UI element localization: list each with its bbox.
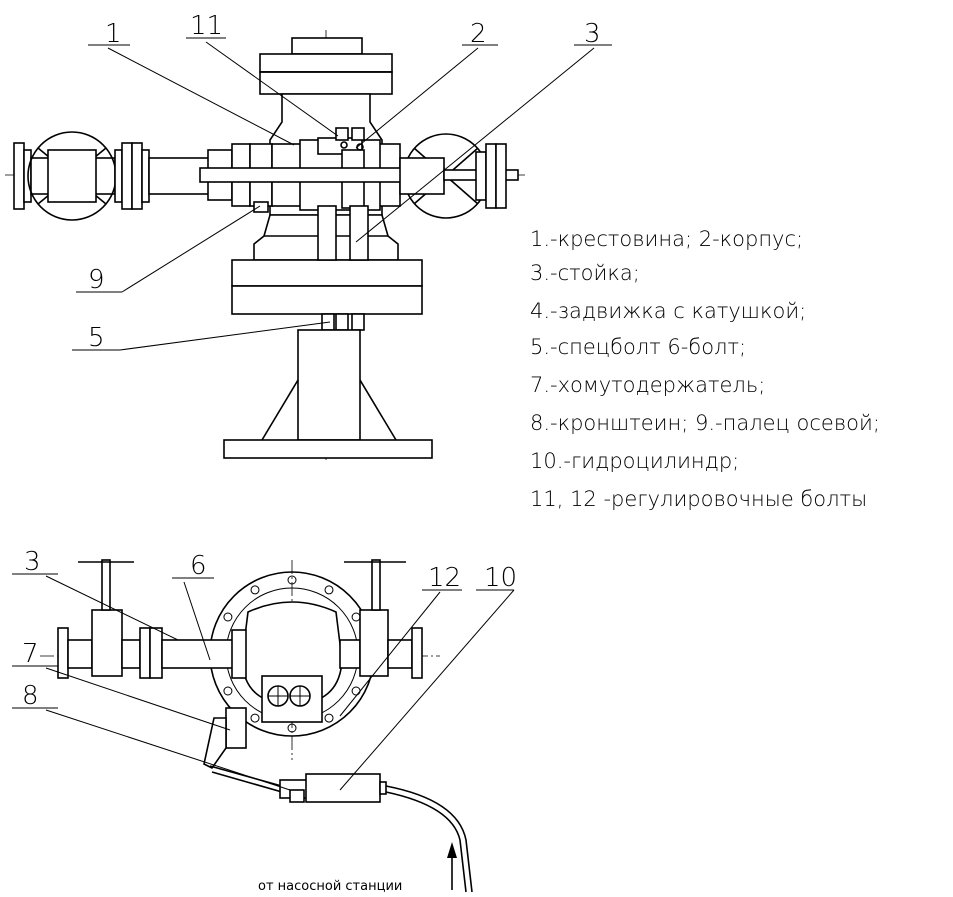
callout-11: 11 [190,11,223,41]
legend-line-4: 5.-спецболт 6-болт; [530,335,746,359]
legend-line-6: 8.-кронштеин; 9.-палец осевой; [530,411,880,435]
flange-bolt-hole [324,585,334,595]
callout-9: 9 [88,265,105,295]
legend: 1.-крестовина; 2-корпус; 3.-стойка; 4.-з… [530,227,880,511]
callout-3: 3 [584,19,601,49]
legend-line-5: 7.-хомутодержатель; [530,373,765,397]
bottom-leaders [12,573,515,791]
legend-line-2: 3.-стойка; [530,261,640,285]
flange-bolt-hole [351,612,361,622]
callout-1: 1 [105,19,122,49]
flange-bolt-hole [223,612,233,622]
flow-note: от насосной станции [258,879,402,894]
flange-bolt-hole [324,713,334,723]
flange-bolt-hole [223,686,233,696]
callout-6: 6 [190,551,207,581]
callout-3-bottom: 3 [24,547,41,577]
callout-8: 8 [22,681,39,711]
legend-line-3: 4.-задвижка с катушкой; [530,299,806,323]
plan-view [40,559,473,893]
front-view [5,30,525,460]
legend-line-7: 10.-гидроцилиндр; [530,449,739,473]
top-leaders [72,37,612,351]
callout-2: 2 [470,19,487,49]
callout-12: 12 [428,563,461,593]
flange-bolt-hole [250,585,260,595]
flange-bolt-hole [287,575,297,585]
callout-7: 7 [22,639,39,669]
callout-10: 10 [484,563,517,593]
flange-bolt-hole [351,686,361,696]
legend-line-8: 11, 12 -регулировочные болты [530,487,867,511]
flange-bolt-hole [287,723,297,733]
flange-bolt-hole [250,713,260,723]
legend-line-1: 1.-крестовина; 2-корпус; [530,227,803,251]
callout-5: 5 [88,323,105,353]
